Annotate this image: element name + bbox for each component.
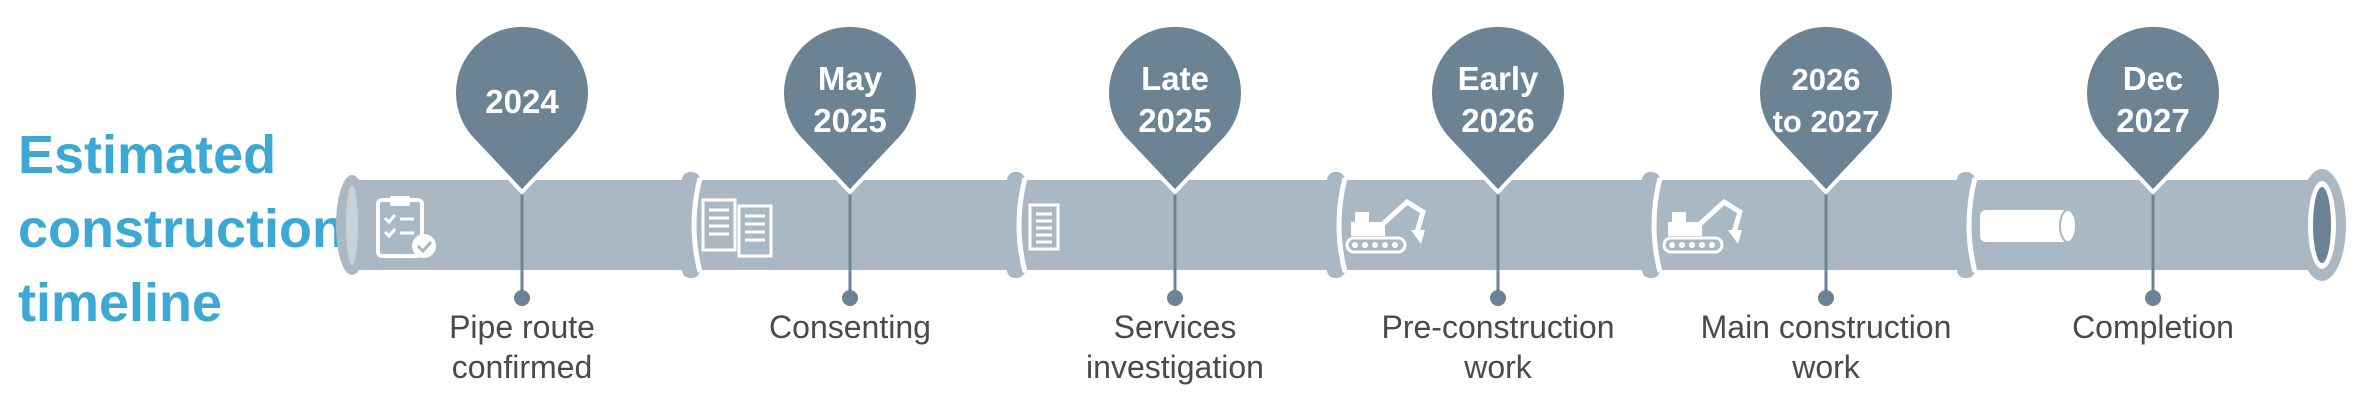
pipe-joint bbox=[1007, 172, 1028, 278]
pipe-joint bbox=[682, 172, 703, 278]
stage-label-line-1: Services bbox=[1113, 309, 1237, 345]
pin-date-line-1: 2024 bbox=[485, 83, 559, 120]
date-pin: Early 2026 bbox=[1428, 22, 1568, 195]
pin-date-line-1: May bbox=[818, 60, 883, 97]
date-pin: 2026 to 2027 bbox=[1756, 22, 1896, 195]
stage-marker bbox=[514, 190, 530, 306]
title-line-1: Estimated bbox=[18, 125, 277, 185]
pin-date-line-2: to 2027 bbox=[1773, 104, 1880, 139]
clipboard-checklist-icon bbox=[376, 196, 436, 258]
date-pin: Dec 2027 bbox=[2083, 22, 2223, 195]
stage-marker bbox=[1818, 190, 1834, 306]
pin-date-line-2: 2026 bbox=[1461, 102, 1534, 139]
stage-marker bbox=[842, 190, 858, 306]
stage-label-line-2: work bbox=[1792, 349, 1860, 385]
timeline-title: Estimated construction timeline bbox=[18, 118, 345, 340]
stage-label: Consenting bbox=[690, 307, 1010, 347]
stage-label: Pre-construction work bbox=[1338, 307, 1658, 387]
stage-label-line-1: Consenting bbox=[769, 309, 931, 345]
title-line-2: construction bbox=[18, 199, 346, 259]
stage-label-line-2: confirmed bbox=[451, 349, 593, 385]
pipe-joint bbox=[1957, 172, 1978, 278]
pipe-section-icon bbox=[1980, 209, 2077, 243]
pin-date-line-2: 2025 bbox=[813, 102, 886, 139]
stage-label: Pipe route confirmed bbox=[362, 307, 682, 387]
date-pin: May 2025 bbox=[780, 22, 920, 195]
stage-label: Completion bbox=[1993, 307, 2313, 347]
date-pin: 2024 bbox=[452, 22, 592, 195]
stage-label-line-1: Pre-construction bbox=[1381, 309, 1615, 345]
pipe-right-end-opening bbox=[2313, 187, 2331, 263]
title-line-3: timeline bbox=[18, 273, 223, 333]
pin-date-line-1: 2026 bbox=[1792, 62, 1861, 97]
document-icon bbox=[1028, 203, 1060, 251]
pipe-joint bbox=[1327, 172, 1348, 278]
stage-marker bbox=[1490, 190, 1506, 306]
excavator-icon bbox=[1662, 198, 1743, 254]
pin-date-line-2: 2027 bbox=[2116, 102, 2189, 139]
stage-label: Services investigation bbox=[1015, 307, 1335, 387]
pin-date-line-1: Early bbox=[1458, 60, 1539, 97]
documents-icon bbox=[701, 198, 773, 258]
pipe-left-end-highlight bbox=[346, 185, 358, 265]
pin-date-line-1: Late bbox=[1141, 60, 1209, 97]
stage-label: Main construction work bbox=[1666, 307, 1986, 387]
pin-date-line-1: Dec bbox=[2123, 60, 2184, 97]
stage-label-line-1: Pipe route bbox=[449, 309, 595, 345]
stage-label-line-2: investigation bbox=[1086, 349, 1264, 385]
stage-label-line-2: work bbox=[1464, 349, 1532, 385]
stage-marker bbox=[1167, 190, 1183, 306]
pipe-joint bbox=[1642, 172, 1663, 278]
date-pin: Late 2025 bbox=[1105, 22, 1245, 195]
stage-label-line-1: Main construction bbox=[1700, 309, 1952, 345]
pin-date-line-2: 2025 bbox=[1138, 102, 1211, 139]
stage-marker bbox=[2145, 190, 2161, 306]
stage-label-line-1: Completion bbox=[2072, 309, 2234, 345]
excavator-icon bbox=[1345, 198, 1426, 254]
